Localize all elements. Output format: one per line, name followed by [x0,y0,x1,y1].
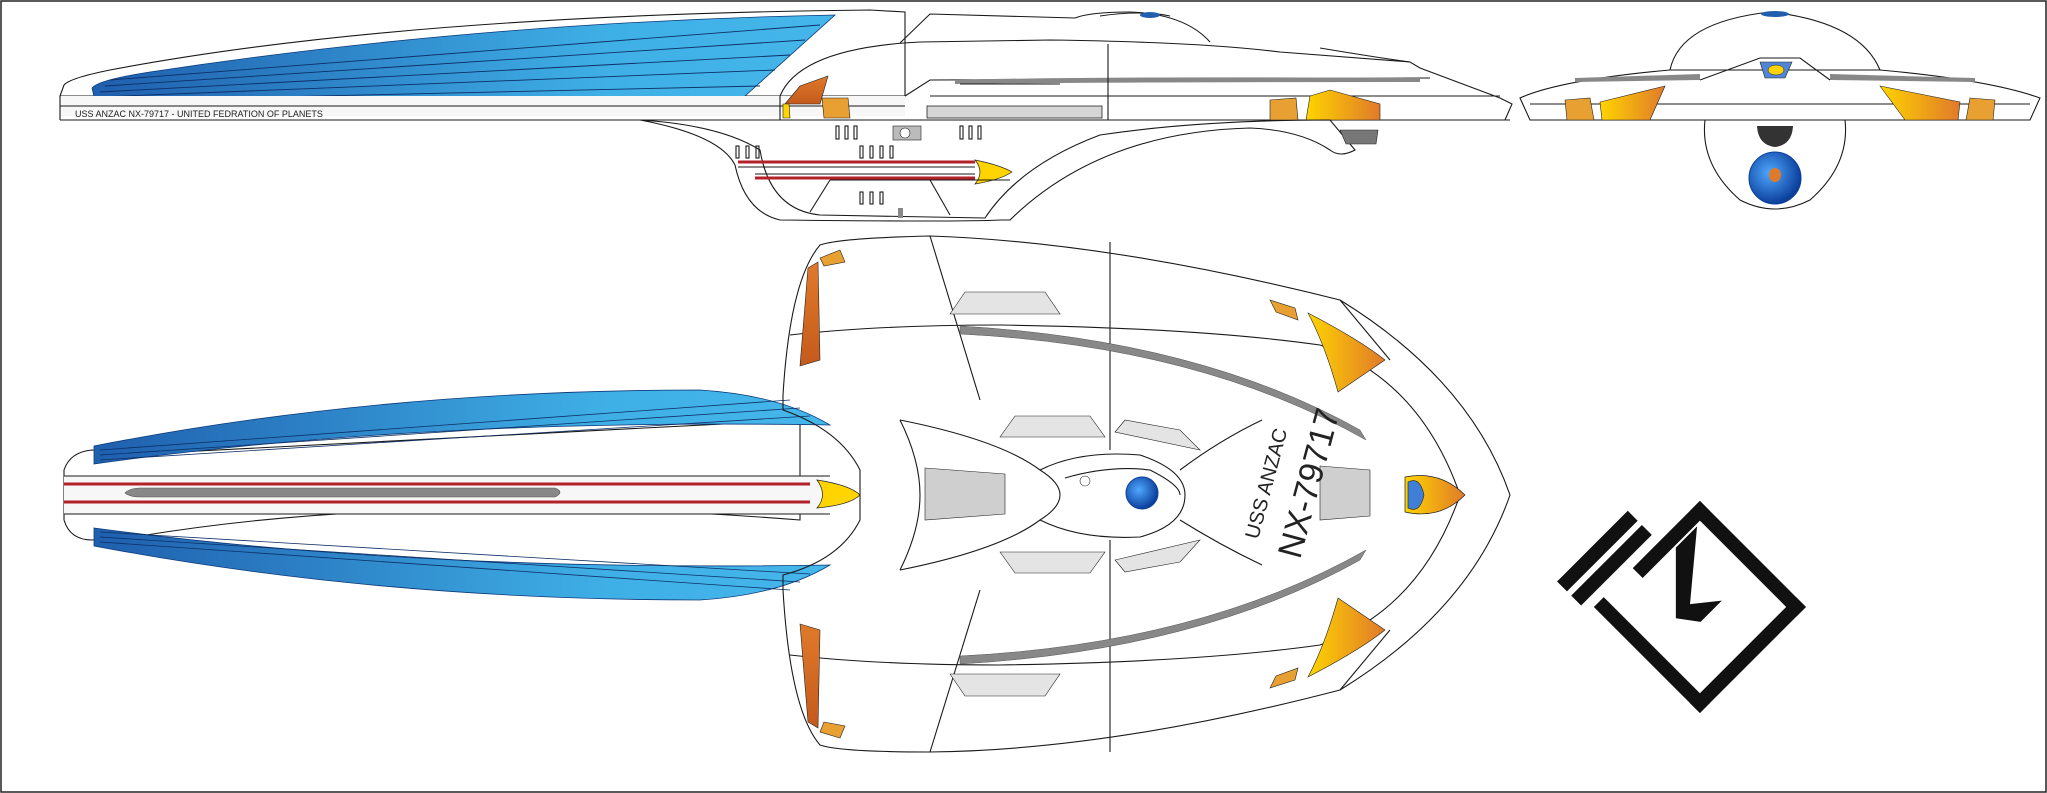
top-bridge-dome [1125,476,1159,510]
side-nacelle-hull [59,9,906,97]
top-view: USS ANZAC NX-79717 [63,235,1511,753]
side-hull-text: USS ANZAC NX-79717 - UNITED FEDRATION OF… [75,109,323,119]
side-view: USS ANZAC NX-79717 - UNITED FEDRATION OF… [59,9,1513,222]
side-nacelle-grille [91,14,837,106]
logo-emblem-icon [1557,500,1806,714]
front-view [1519,11,2041,210]
side-engineering-hull [639,119,1356,222]
side-saucer [779,39,1513,121]
